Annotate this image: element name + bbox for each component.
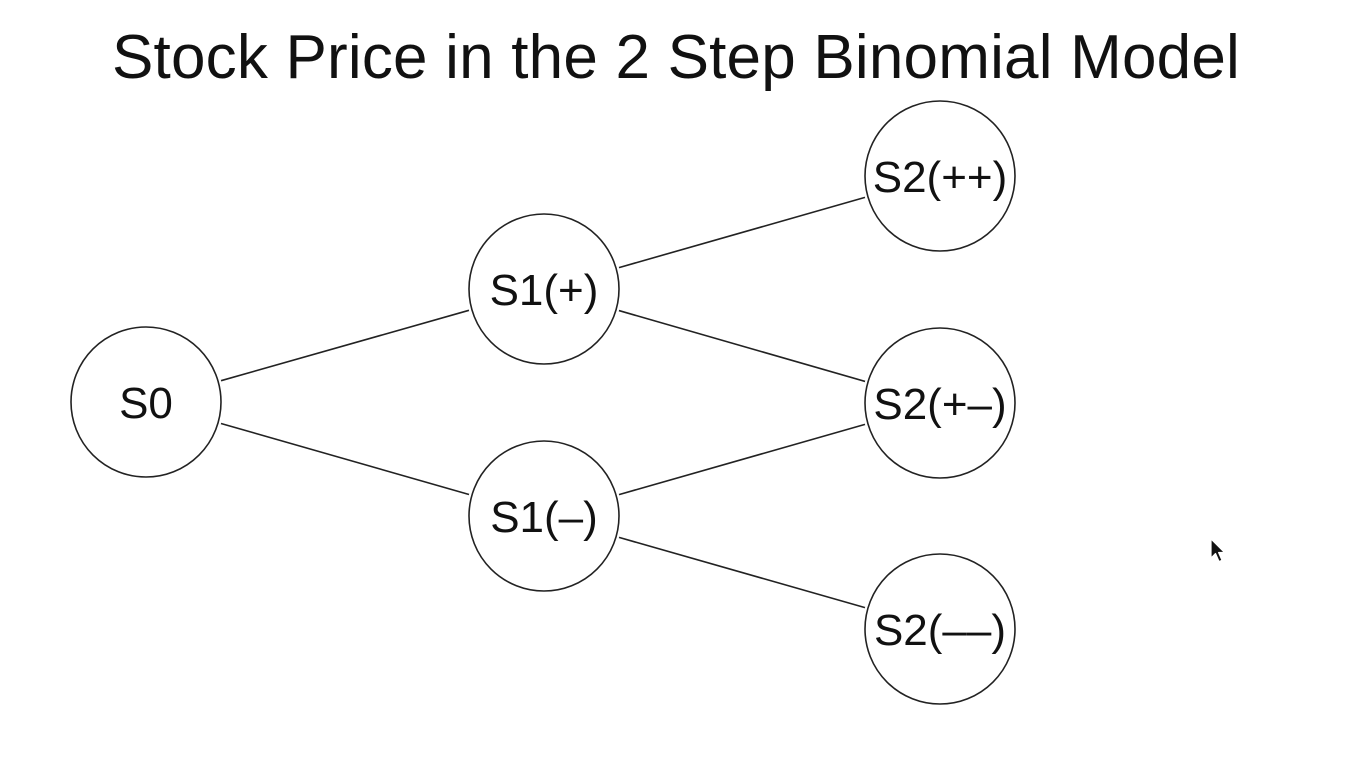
node-label: S0 <box>119 379 173 428</box>
node-label: S2(+–) <box>873 380 1006 429</box>
node-circle <box>468 213 620 365</box>
node-label: S1(–) <box>490 493 598 542</box>
node-circle <box>864 553 1016 705</box>
edge-s1-down-to-s2-downdown <box>618 536 866 609</box>
mouse-pointer-icon <box>1210 538 1226 563</box>
node-s1-up: S1(+) <box>468 213 620 365</box>
node-label: S2(++) <box>873 153 1008 202</box>
node-label: S2(––) <box>874 606 1006 655</box>
node-s0: S0 <box>70 326 222 478</box>
edges-layer <box>220 196 866 609</box>
edge-s1-down-to-s2-updown <box>618 423 866 496</box>
node-label: S1(+) <box>490 266 599 315</box>
edge-s0-to-s1-down <box>220 422 470 496</box>
diagram-title: Stock Price in the 2 Step Binomial Model <box>112 23 1240 92</box>
node-s2-downdown: S2(––) <box>864 553 1016 705</box>
edge-s1-up-to-s2-updown <box>618 309 866 383</box>
node-circle <box>70 326 222 478</box>
edge-s0-to-s1-up <box>220 309 470 382</box>
node-circle <box>864 100 1016 252</box>
node-circle <box>468 440 620 592</box>
node-s2-upup: S2(++) <box>864 100 1016 252</box>
node-s1-down: S1(–) <box>468 440 620 592</box>
node-circle <box>864 327 1016 479</box>
nodes-layer: S0 S1(+) S1(–) S2(++) S2(+–) S2(––) <box>70 100 1016 705</box>
edge-s1-up-to-s2-upup <box>618 196 866 269</box>
node-s2-updown: S2(+–) <box>864 327 1016 479</box>
